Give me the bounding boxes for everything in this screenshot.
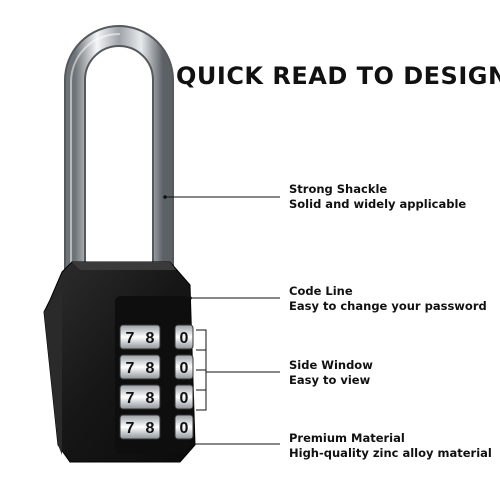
dial-3[interactable] bbox=[119, 384, 194, 410]
dial-4[interactable] bbox=[119, 414, 194, 440]
callout-title: Premium Material bbox=[289, 431, 405, 445]
callout-side-window: Side Window Easy to view bbox=[289, 358, 373, 388]
shackle bbox=[64, 25, 174, 280]
callout-subtitle: Easy to change your password bbox=[289, 299, 487, 313]
dial-2-digit-2: 8 bbox=[146, 360, 155, 377]
callout-subtitle: High-quality zinc alloy material bbox=[289, 446, 492, 460]
dial-1-digit-3: 0 bbox=[180, 330, 189, 347]
callout-code-line: Code Line Easy to change your password bbox=[289, 284, 487, 314]
dial-4-digit-3: 0 bbox=[180, 420, 189, 437]
dial-2[interactable] bbox=[119, 354, 194, 380]
dial-3-digit-3: 0 bbox=[180, 390, 189, 407]
dial-4-digit-1: 7 bbox=[126, 420, 135, 437]
callout-title: Strong Shackle bbox=[289, 182, 388, 196]
dial-2-digit-1: 7 bbox=[126, 360, 135, 377]
page-title: QUICK READ TO DESIGN bbox=[176, 62, 500, 90]
dial-1-digit-1: 7 bbox=[126, 330, 135, 347]
callout-premium-material: Premium Material High-quality zinc alloy… bbox=[289, 431, 492, 461]
dial-1[interactable] bbox=[119, 324, 194, 350]
callout-title: Code Line bbox=[289, 284, 353, 298]
callout-subtitle: Easy to view bbox=[289, 373, 371, 387]
dial-4-digit-2: 8 bbox=[146, 420, 155, 437]
dial-3-digit-2: 8 bbox=[146, 390, 155, 407]
dial-2-digit-3: 0 bbox=[180, 360, 189, 377]
dial-1-digit-2: 8 bbox=[146, 330, 155, 347]
callout-title: Side Window bbox=[289, 358, 373, 372]
callout-subtitle: Solid and widely applicable bbox=[289, 197, 467, 211]
callout-strong-shackle: Strong Shackle Solid and widely applicab… bbox=[289, 182, 466, 212]
dial-3-digit-1: 7 bbox=[126, 390, 135, 407]
